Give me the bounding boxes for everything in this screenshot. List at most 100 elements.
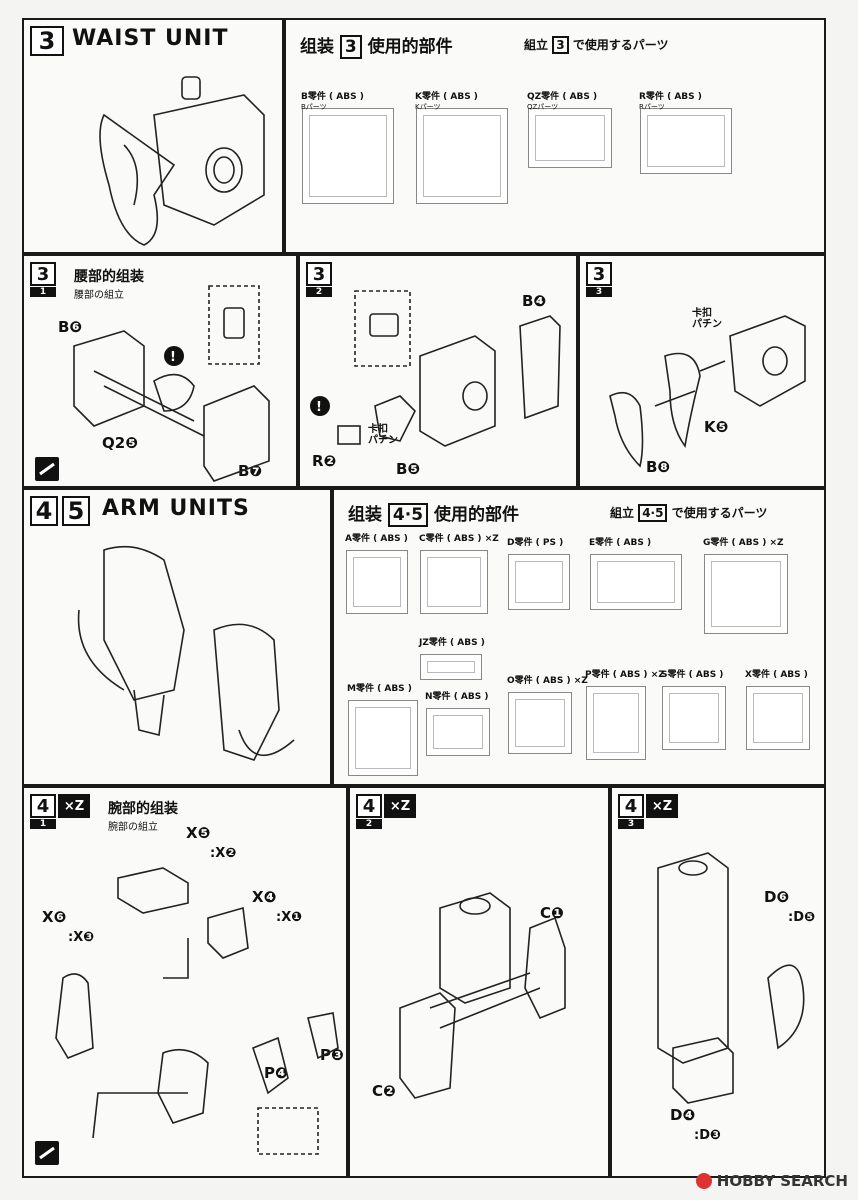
step-title-jp: 腕部の組立: [108, 822, 158, 833]
runner-material: ( ABS ): [616, 538, 652, 548]
step-3-1-panel: 3 1 腰部的组装 腰部の組立 B❻ Q2❺ B❼ !: [22, 254, 298, 488]
hobby-search-logo-icon: [695, 1173, 712, 1189]
part-label-b6: B❻: [58, 318, 83, 336]
parts-heading-cn-a: 组装: [300, 37, 334, 57]
part-label-d6: D❻: [764, 888, 790, 906]
runner-sub: Rパーツ: [639, 103, 665, 111]
part-label-r2: R❷: [312, 452, 337, 470]
runner-g: G零件 ( ABS ) ×Z: [703, 538, 788, 634]
runner-material: ( PS ): [535, 538, 564, 548]
runner-qz: QZ零件 ( ABS )QZパーツ: [527, 92, 612, 168]
click-tag: 卡扣 パチン: [368, 424, 398, 446]
svg-text:!: !: [170, 350, 176, 365]
runner-n: N零件 ( ABS ): [425, 692, 490, 756]
runner-m: M零件 ( ABS ): [347, 684, 418, 776]
click-tag-jp: パチン: [368, 435, 398, 446]
runner-jz: JZ零件 ( ABS ): [419, 638, 485, 680]
runner-material: ( ABS ): [535, 676, 571, 686]
runner-material: ( ABS ): [446, 534, 482, 544]
parts-heading-jp-b: で使用するパーツ: [572, 38, 669, 52]
parts-heading-cn: 组装 4·5 使用的部件: [348, 500, 519, 527]
section-number-b: 5: [62, 496, 90, 526]
runner-label: D零件: [507, 538, 533, 548]
arm-parts-panel: 组装 4·5 使用的部件 組立 4·5 で使用するパーツ A零件 ( ABS )…: [332, 488, 826, 786]
step-sub-number: 2: [306, 287, 332, 297]
section-title: ARM UNITS: [102, 496, 250, 521]
parts-heading-num: 4·5: [387, 503, 429, 527]
step-multiplier: ×Z: [58, 794, 90, 818]
runner-p: P零件 ( ABS ) ×Z: [585, 670, 665, 760]
watermark-text: HOBBY SEARCH: [716, 1172, 848, 1190]
runner-material: ( ABS ): [453, 692, 489, 702]
parts-heading-cn-b: 使用的部件: [367, 37, 453, 57]
waist-unit-overview-panel: 3 WAIST UNIT: [22, 18, 284, 254]
runner-material: ( ABS ): [667, 92, 702, 102]
step-sub-number: 1: [30, 819, 56, 829]
arm-units-overview-panel: 4 5 ARM UNITS: [22, 488, 332, 786]
runner-mult: ×Z: [484, 534, 499, 544]
step-3-2-illustration: !: [310, 290, 561, 447]
runner-material: ( ABS ): [450, 638, 485, 648]
runner-material: ( ABS ): [688, 670, 724, 680]
part-label-b4: B❹: [522, 292, 547, 310]
step-3-2-panel: 3 2 B❹ R❷ B❺ 卡扣 パチン !: [298, 254, 578, 488]
runner-label: X零件: [745, 670, 770, 680]
step-sub-number: 2: [356, 819, 382, 829]
runner-label: M零件: [347, 684, 374, 694]
step-4-2-illustration: [399, 892, 566, 1099]
svg-text:!: !: [316, 400, 322, 415]
runner-c: C零件 ( ABS ) ×Z: [419, 534, 499, 614]
step-sub-number: 3: [586, 287, 612, 297]
part-label-x5: X❺: [186, 824, 211, 842]
step-title-cn: 腕部的组装: [108, 801, 178, 817]
parts-heading-jp-a: 組立: [524, 38, 549, 52]
parts-heading-cn: 组装 3 使用的部件: [300, 32, 453, 59]
runner-label: K零件: [415, 92, 440, 102]
runner-material: ( ABS ): [562, 92, 598, 102]
step-number: 4: [618, 794, 644, 818]
section-number: 3: [30, 26, 64, 56]
runner-e: E零件 ( ABS ): [589, 538, 682, 610]
parts-heading-jp-a: 組立: [610, 506, 635, 520]
parts-heading-jp: 組立 3 で使用するパーツ: [524, 36, 669, 54]
step-3-3-illustration: [609, 315, 806, 468]
step-sub-number: 3: [618, 819, 644, 829]
parts-heading-cn-b: 使用的部件: [433, 505, 519, 525]
part-label-q2: Q2❺: [102, 434, 138, 452]
runner-label: C零件: [419, 534, 444, 544]
part-label-b8: B❽: [646, 458, 671, 476]
part-label-d4: D❹: [670, 1106, 696, 1124]
click-tag: 卡扣 パチン: [692, 308, 722, 330]
runner-material: ( ABS ): [377, 684, 412, 694]
part-label-x4-alt: :X❶: [276, 910, 303, 925]
runner-mult: ×Z: [650, 670, 665, 680]
watermark: HOBBY SEARCH: [695, 1172, 848, 1190]
part-label-p4: P❹: [264, 1064, 288, 1082]
part-label-x6-alt: :X❸: [68, 930, 95, 945]
runner-material: ( ABS ): [731, 538, 767, 548]
runner-mult: ×Z: [573, 676, 588, 686]
step-title-jp: 腰部の組立: [74, 290, 124, 301]
click-tag-jp: パチン: [692, 319, 722, 330]
runner-label: E零件: [589, 538, 614, 548]
runner-x: X零件 ( ABS ): [745, 670, 810, 750]
runner-sub: QZパーツ: [527, 103, 559, 111]
runner-material: ( ABS ): [773, 670, 808, 680]
parts-heading-cn-a: 组装: [348, 505, 382, 525]
runner-k: K零件 ( ABS )Kパーツ: [415, 92, 508, 204]
parts-heading-jp-num: 3: [552, 36, 569, 54]
runner-sub: Bパーツ: [301, 103, 327, 111]
step-title-cn: 腰部的组装: [74, 269, 144, 285]
parts-heading-jp-num: 4·5: [638, 504, 668, 522]
runner-material: ( ABS ): [443, 92, 478, 102]
step-number: 3: [306, 262, 332, 286]
section-title: WAIST UNIT: [72, 26, 229, 51]
runner-label: JZ零件: [419, 638, 447, 648]
runner-label: O零件: [507, 676, 533, 686]
runner-d: D零件 ( PS ): [507, 538, 570, 610]
parts-heading-jp: 組立 4·5 で使用するパーツ: [610, 504, 767, 522]
part-label-d6-alt: :D❺: [788, 910, 815, 925]
front-icon: [35, 457, 59, 481]
step-4-3-panel: 4 ×Z 3 D❻ :D❺ D❹ :D❸: [610, 786, 826, 1178]
runner-material: ( ABS ): [612, 670, 648, 680]
